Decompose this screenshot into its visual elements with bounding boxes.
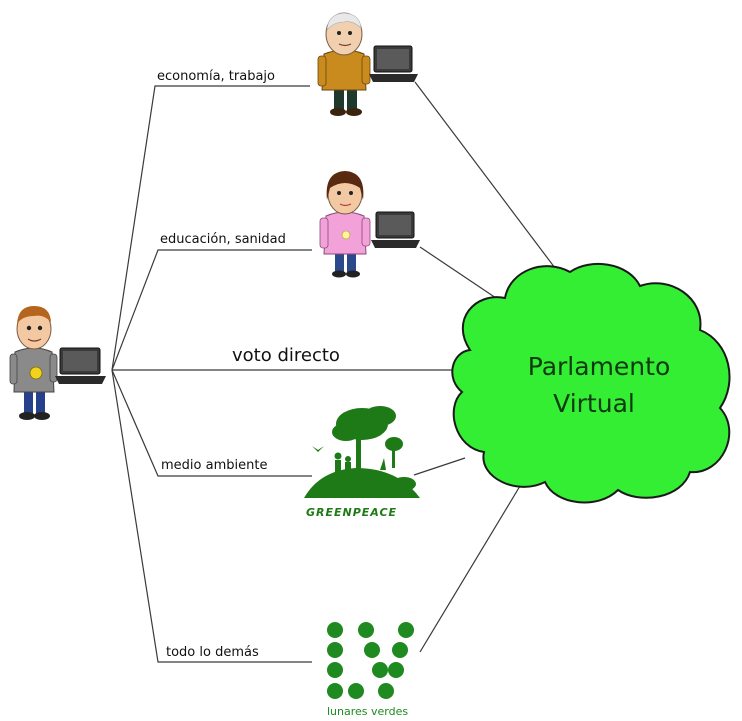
education-delegate-laptop-icon (371, 211, 420, 248)
link-education (111, 249, 312, 371)
parliament-cloud: Parlamento Virtual (451, 262, 731, 504)
label-rest: todo lo demás (166, 645, 259, 660)
link-rest (111, 369, 312, 663)
label-environment: medio ambiente (161, 458, 267, 473)
greenpeace-wordmark: GREENPEACE (306, 506, 397, 519)
link-rest-to-parliament (419, 485, 521, 653)
lunares-verdes-logo: lunares verdes (327, 622, 414, 718)
link-education-to-parliament (419, 246, 497, 299)
cloud-shape (451, 262, 731, 504)
link-environment (111, 369, 312, 477)
connector-lines (111, 81, 559, 663)
link-economy (111, 85, 310, 371)
link-economy-to-parliament (414, 81, 559, 273)
parliament-title-line1: Parlamento (528, 352, 671, 381)
voter-person-icon (9, 306, 58, 420)
label-education: educación, sanidad (160, 232, 286, 247)
link-environment-to-parliament (413, 457, 466, 476)
lunares-verdes-wordmark: lunares verdes (327, 705, 408, 718)
label-direct-vote: voto directo (232, 345, 340, 366)
greenpeace-logo: GREENPEACE (304, 406, 420, 519)
education-delegate-person-icon (319, 171, 371, 278)
economy-delegate-laptop-icon (369, 45, 418, 82)
label-economy: economía, trabajo (157, 69, 275, 84)
voter-laptop-icon (55, 347, 106, 384)
parliament-title-line2: Virtual (553, 389, 635, 418)
economy-delegate-person-icon (317, 12, 371, 116)
